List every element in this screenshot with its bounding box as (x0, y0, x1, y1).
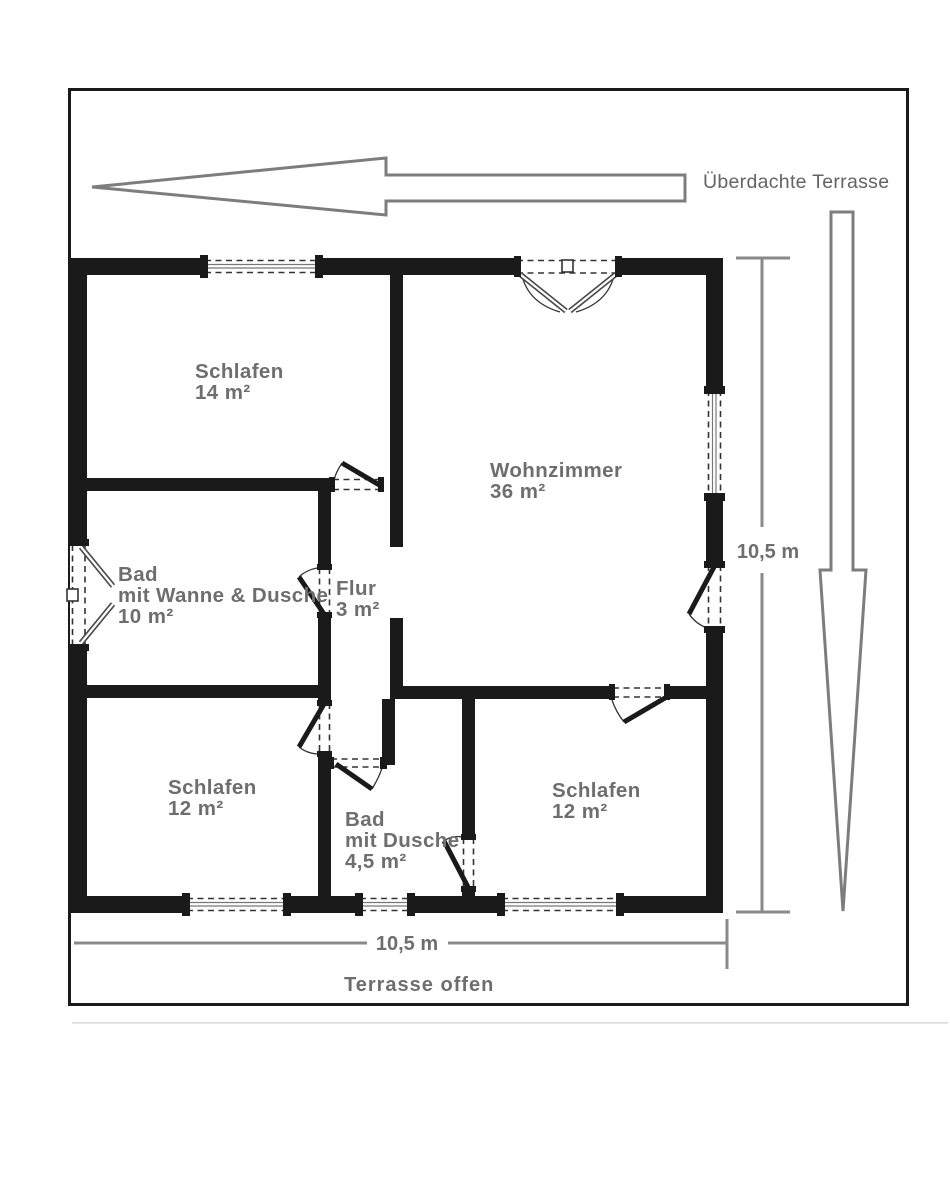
wall-bath45-right-stub (462, 890, 475, 896)
height-dimension (736, 256, 790, 914)
wall-right-middle (706, 497, 723, 565)
wall-bedroom14-bottom (87, 478, 333, 491)
svg-text:Bad: Bad (345, 808, 385, 831)
plan-frame (68, 88, 909, 1006)
door-bad45 (327, 757, 387, 792)
svg-text:Flur: Flur (336, 577, 376, 600)
wall-livingroom-divider-lower (390, 618, 403, 699)
svg-text:Bad: Bad (118, 563, 158, 586)
wall-livingroom-bottom-1 (390, 686, 613, 699)
width-dimension-label: 10,5 m (376, 933, 438, 955)
svg-text:12 m²: 12 m² (552, 800, 608, 823)
window-bottom-3 (497, 893, 624, 916)
height-dimension-label: 10,5 m (737, 541, 799, 563)
wall-hall-right (382, 699, 395, 765)
wall-right-lower (706, 628, 723, 913)
door-bad10 (296, 564, 332, 618)
doors (66, 256, 725, 892)
wall-left-lower (70, 645, 87, 913)
svg-text:Schlafen: Schlafen (195, 360, 284, 383)
door-bad45-schlafzimmer (441, 834, 476, 892)
bottom-divider-line (72, 1022, 948, 1024)
door-wohnzimmer-rechts (686, 561, 725, 633)
wall-top-left (70, 258, 205, 275)
svg-text:36 m²: 36 m² (490, 480, 546, 503)
down-arrow-icon (818, 210, 868, 912)
door-entrance-double (66, 539, 116, 651)
window-top (200, 255, 323, 278)
svg-text:4,5 m²: 4,5 m² (345, 850, 407, 873)
wall-bottom-3 (411, 896, 502, 913)
open-terrace-label: Terrasse offen (344, 974, 494, 996)
wall-top-middle (318, 258, 517, 275)
wall-bath10-bottom (87, 685, 331, 698)
covered-terrace-label: Überdachte Terrasse (703, 171, 889, 193)
door-schlafen14 (329, 460, 384, 492)
wall-livingroom-divider-upper (390, 275, 403, 547)
svg-text:Wohnzimmer: Wohnzimmer (490, 459, 622, 482)
svg-text:10 m²: 10 m² (118, 605, 174, 628)
window-bottom-2 (355, 893, 415, 916)
room-label-bad-wanne-dusche: Bad mit Wanne & Dusche 10 m² (118, 563, 328, 628)
wall-bottom-2 (287, 896, 360, 913)
svg-text:mit Wanne & Dusche: mit Wanne & Dusche (118, 584, 328, 607)
svg-text:14 m²: 14 m² (195, 381, 251, 404)
room-label-bad-mit-dusche: Bad mit Dusche 4,5 m² (345, 808, 460, 873)
wall-livingroom-bottom-2 (667, 686, 706, 699)
svg-text:12 m²: 12 m² (168, 797, 224, 820)
room-label-schlafen-14: Schlafen 14 m² (195, 360, 284, 404)
wall-bottom-4 (620, 896, 723, 913)
room-label-wohnzimmer: Wohnzimmer 36 m² (490, 459, 622, 503)
walls (70, 258, 723, 913)
door-schlafen12-links (296, 700, 332, 757)
svg-text:Schlafen: Schlafen (168, 776, 257, 799)
wall-hall-left-1 (318, 491, 331, 568)
wall-hall-left-2 (318, 615, 331, 703)
wall-right-upper (706, 258, 723, 390)
wall-bath45-right-upper (462, 699, 475, 838)
room-label-flur: Flur 3 m² (336, 577, 380, 621)
width-dimension (74, 919, 729, 969)
window-bottom-1 (182, 893, 291, 916)
window-right (704, 386, 726, 501)
wall-hall-left-3 (318, 753, 331, 896)
svg-text:3 m²: 3 m² (336, 598, 380, 621)
svg-text:Schlafen: Schlafen (552, 779, 641, 802)
door-schlafen12-rechts (609, 684, 670, 725)
room-labels: Schlafen 14 m² Wohnzimmer 36 m² Bad mit … (118, 360, 641, 873)
wall-top-right (619, 258, 723, 275)
wall-bottom-1 (70, 896, 187, 913)
covered-terrace-arrow: Überdachte Terrasse (91, 156, 889, 217)
windows (182, 255, 726, 916)
room-label-schlafen-12-links: Schlafen 12 m² (168, 776, 257, 820)
room-label-schlafen-12-rechts: Schlafen 12 m² (552, 779, 641, 823)
left-arrow-icon (91, 156, 687, 217)
wall-left-upper (70, 258, 87, 545)
door-terrace-double (514, 256, 622, 314)
svg-text:mit Dusche: mit Dusche (345, 829, 460, 852)
